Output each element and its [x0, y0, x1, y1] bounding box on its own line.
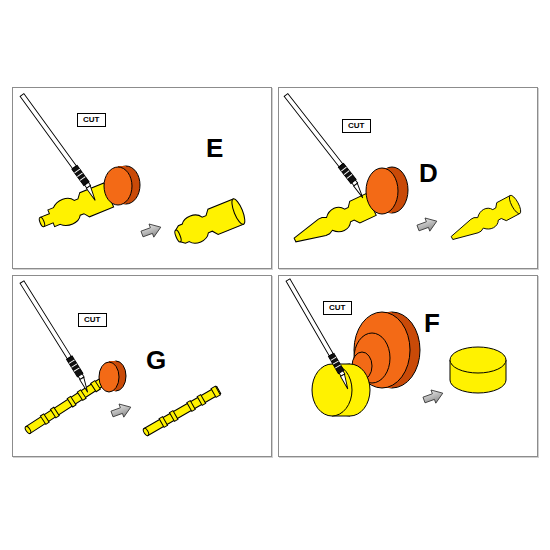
result-part — [142, 386, 221, 438]
cut-label: CUT — [329, 303, 346, 313]
result-end — [229, 197, 247, 225]
step-letter: F — [424, 309, 440, 337]
panel-f-art — [285, 278, 506, 416]
hobby-knife — [285, 278, 353, 389]
workpiece-tip — [38, 217, 45, 228]
panel-e-art — [19, 93, 247, 250]
pin-end — [24, 426, 32, 435]
panel-g-art — [19, 280, 221, 437]
step-letter: E — [206, 134, 223, 162]
pin-ring — [40, 414, 49, 425]
pin-body — [26, 377, 108, 434]
cut-label: CUT — [84, 315, 101, 325]
pin-ring — [50, 407, 59, 418]
step-panel: D CUT — [278, 87, 538, 269]
cut-label-box: CUT — [77, 113, 106, 127]
pin-body — [144, 387, 221, 436]
workpiece-body — [37, 183, 114, 235]
cut-label: CUT — [348, 121, 365, 131]
result-body — [447, 195, 520, 247]
sprue-disc — [104, 167, 132, 205]
step-panel: F CUT — [278, 275, 538, 457]
step-panel: E CUT — [12, 87, 272, 269]
hobby-knife — [19, 280, 93, 392]
result-arrow — [422, 387, 446, 407]
workpiece — [24, 376, 108, 436]
result-arrow — [416, 215, 440, 235]
result-part — [171, 197, 248, 250]
result-arrow — [110, 401, 134, 421]
pin-ring — [91, 381, 101, 392]
result-end — [507, 194, 523, 215]
step-letter: D — [419, 159, 438, 187]
pin-ring — [211, 386, 220, 397]
pin-ring — [77, 390, 86, 401]
workpiece-body — [290, 193, 376, 251]
pin-ring — [197, 395, 205, 406]
pin-end — [142, 428, 149, 437]
result-part — [447, 194, 523, 248]
cut-label-box: CUT — [78, 313, 107, 327]
cut-label-box: CUT — [342, 119, 371, 133]
step-letter: G — [146, 346, 166, 374]
sprue-disc — [366, 168, 398, 214]
puck-face — [312, 364, 352, 416]
pin-ring — [159, 417, 167, 428]
result-puck-top — [450, 347, 506, 373]
hobby-knife — [19, 93, 100, 201]
sprue-disc — [99, 362, 119, 392]
hobby-knife — [283, 93, 367, 198]
panel-d-art — [283, 93, 522, 251]
pin-ring — [187, 401, 195, 412]
result-tip — [174, 229, 183, 242]
cut-label: CUT — [83, 115, 100, 125]
result-arrow — [140, 221, 164, 241]
pin-ring — [67, 396, 76, 407]
pin-ring — [169, 411, 177, 422]
cut-label-box: CUT — [323, 301, 352, 315]
step-panel: G CUT — [12, 275, 272, 457]
